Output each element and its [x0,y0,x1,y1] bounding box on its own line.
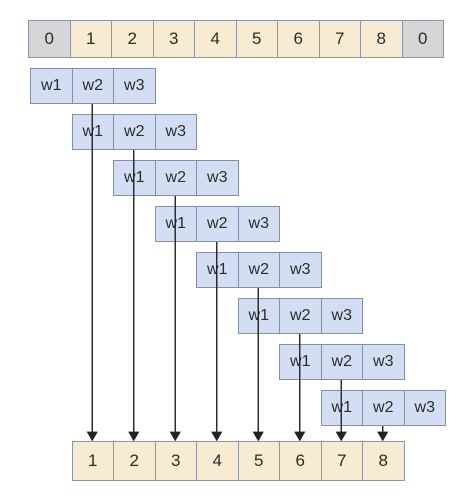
output-cell: 7 [320,441,363,481]
kernel-weight-w2-window-5: w2 [237,252,280,288]
kernel-weight-w3-window-2: w3 [154,114,197,150]
kernel-weight-w2-window-3: w2 [154,160,197,196]
output-cell: 8 [362,441,405,481]
padding-cell: 0 [401,20,444,58]
output-cell: 1 [71,441,114,481]
padding-cell: 0 [28,20,71,58]
kernel-weight-w3-window-4: w3 [237,206,280,242]
kernel-weight-w2-window-4: w2 [196,206,239,242]
output-cell: 3 [154,441,197,481]
input-cell: 6 [277,20,320,58]
input-cell: 5 [235,20,278,58]
kernel-weight-w3-window-5: w3 [279,252,322,288]
kernel-weight-w2-window-2: w2 [113,114,156,150]
kernel-weight-w3-window-1: w3 [113,68,156,104]
output-cell: 6 [279,441,322,481]
kernel-weight-w3-window-7: w3 [362,344,405,380]
output-cell: 2 [113,441,156,481]
kernel-weight-w2-window-6: w2 [279,298,322,334]
output-cell: 5 [237,441,280,481]
kernel-weight-w3-window-6: w3 [320,298,363,334]
output-cell: 4 [196,441,239,481]
input-cell: 4 [194,20,237,58]
kernel-weight-w1-window-1: w1 [30,68,73,104]
kernel-weight-w2-window-7: w2 [320,344,363,380]
kernel-weight-w3-window-3: w3 [196,160,239,196]
kernel-weight-w3-window-8: w3 [403,390,446,426]
input-cell: 1 [69,20,112,58]
input-cell: 7 [318,20,361,58]
